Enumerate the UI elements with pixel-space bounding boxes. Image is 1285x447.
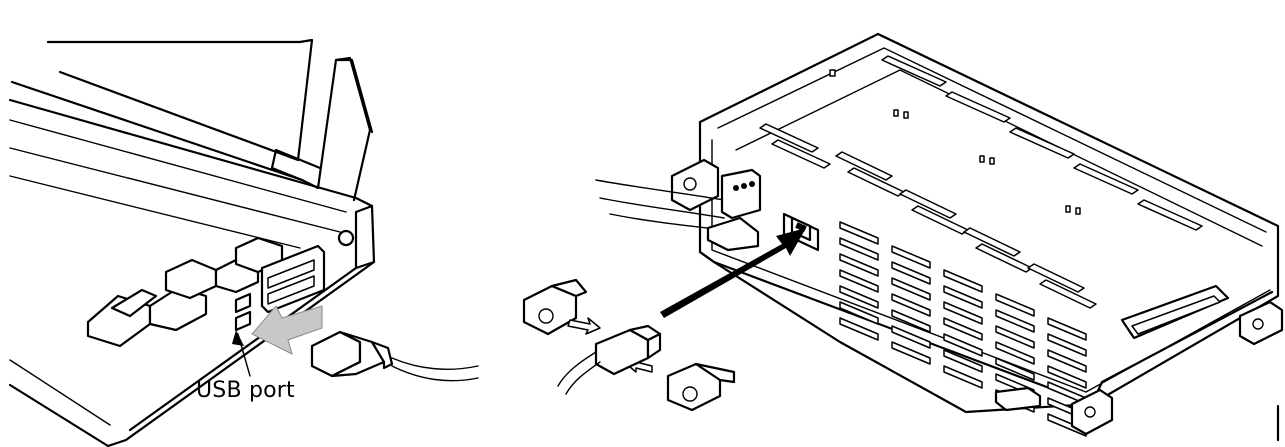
vent-slot [1047, 317, 1087, 341]
vent-slot [943, 285, 983, 309]
usb-port-upper [234, 292, 252, 314]
cable-insert-arrow [660, 228, 806, 318]
laptop-side-ports [234, 244, 326, 332]
vent-slot [943, 333, 983, 357]
usb-port-pointer [232, 330, 251, 377]
vent-slot [891, 293, 931, 317]
vent-slot [995, 293, 1035, 317]
vent-slot [995, 357, 1035, 381]
vent-slot [943, 269, 983, 293]
vent-slot [891, 341, 931, 365]
vent-slot [839, 285, 879, 309]
vent-slot [891, 261, 931, 285]
vent-slot [943, 349, 983, 373]
controller-unit [595, 32, 1284, 437]
vent-slot [891, 277, 931, 301]
vent-slot [1047, 333, 1087, 357]
laptop-keys [86, 236, 284, 348]
usb-port-lower [234, 310, 252, 332]
ferrite-arrow-right [567, 317, 601, 335]
laptop-base [8, 98, 376, 447]
vent-slot [1047, 365, 1087, 389]
vent-slot [943, 301, 983, 325]
usb-plug-left [310, 330, 479, 382]
vent-slot [891, 245, 931, 269]
insert-direction-arrow [251, 305, 323, 355]
vent-slot [943, 317, 983, 341]
front-vent-grid [839, 221, 1087, 437]
vent-slot [943, 365, 983, 389]
vent-slot [995, 341, 1035, 365]
usb-cable-assembly [522, 278, 736, 412]
vent-slot [995, 325, 1035, 349]
vent-slot [891, 309, 931, 333]
terminal-block [595, 168, 762, 252]
vent-slot [839, 221, 879, 245]
vent-slot [995, 309, 1035, 333]
laptop-illustration [8, 38, 479, 447]
top-vent-slots [759, 55, 1203, 309]
vent-slot [839, 253, 879, 277]
vent-slot [839, 269, 879, 293]
vent-slot [891, 325, 931, 349]
vent-slot [1047, 349, 1087, 373]
vent-slot [839, 301, 879, 325]
vent-slot [839, 237, 879, 261]
usb-port-label: USB port [196, 378, 295, 403]
mounting-tabs [670, 158, 1284, 436]
vent-slot [839, 317, 879, 341]
laptop-screen [10, 38, 374, 202]
